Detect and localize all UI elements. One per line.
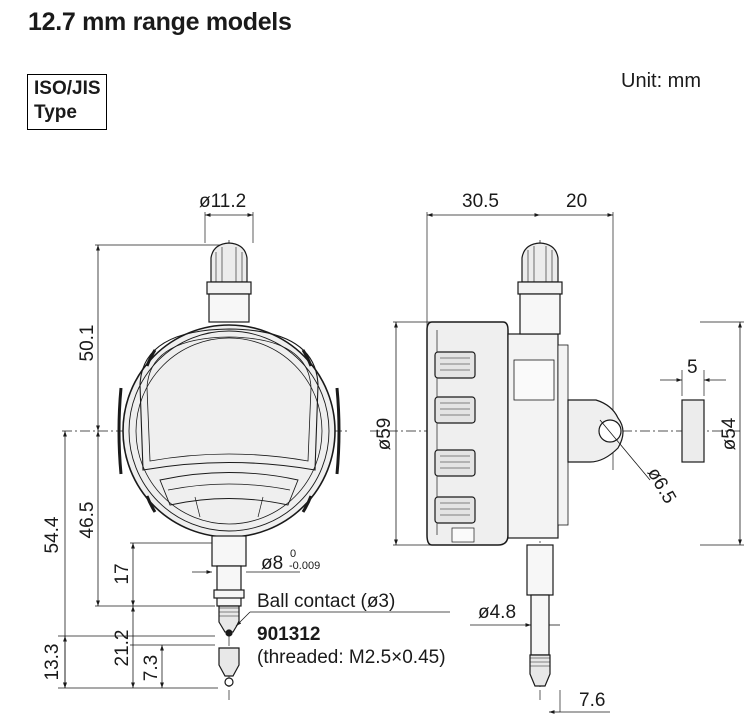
front-dimensions [63, 213, 450, 688]
type-label-line1: ISO/JIS [34, 78, 101, 99]
dim-13-3: 13.3 [42, 644, 63, 681]
front-spindle [211, 535, 247, 687]
dim-tip-diameter: ø4.8 [478, 602, 516, 623]
lug-section [660, 321, 744, 546]
side-dimensions [394, 213, 651, 714]
dim-lug-diameter: ø54 [719, 417, 740, 450]
front-extension-lines [58, 212, 350, 689]
dim-stem-diameter: ø11.2 [199, 191, 246, 212]
dim-lug-hole: ø6.5 [643, 464, 680, 507]
dim-height-top: 50.1 [77, 325, 98, 362]
dim-width-left: 30.5 [462, 191, 499, 212]
ball-contact-label: Ball contact (ø3) [257, 591, 395, 612]
tolerance-upper: 0 [290, 548, 296, 560]
dim-21-2: 21.2 [112, 630, 133, 667]
dim-height-bottom: 46.5 [77, 502, 98, 539]
unit-label: Unit: mm [621, 70, 701, 92]
front-labels: ø11.2 50.1 54.4 46.5 17 ø8 0 -0.009 Ball… [42, 191, 446, 681]
type-label-line2: Type [34, 102, 77, 123]
page-title: 12.7 mm range models [28, 8, 292, 36]
dim-tip-width: 7.6 [579, 690, 605, 711]
part-number: 901312 [257, 624, 320, 645]
dim-spindle-diameter: ø8 [261, 553, 283, 574]
dim-lug-thickness: 5 [687, 357, 698, 378]
side-labels: 30.5 20 ø59 ø6.5 ø4.8 7.6 [374, 191, 680, 711]
dim-height-total: 54.4 [42, 516, 63, 553]
side-view [370, 212, 740, 712]
dim-spindle-height: 17 [112, 563, 133, 584]
dim-7-3: 7.3 [141, 655, 162, 681]
front-view [58, 212, 350, 700]
stem-knob [206, 242, 252, 323]
type-label-box: ISO/JIS Type [27, 74, 107, 130]
thread-spec: (threaded: M2.5×0.45) [257, 647, 446, 668]
tolerance-lower: -0.009 [289, 560, 320, 572]
dial-body [117, 324, 341, 538]
dim-body-diameter: ø59 [374, 418, 395, 451]
dim-width-right: 20 [566, 191, 587, 212]
